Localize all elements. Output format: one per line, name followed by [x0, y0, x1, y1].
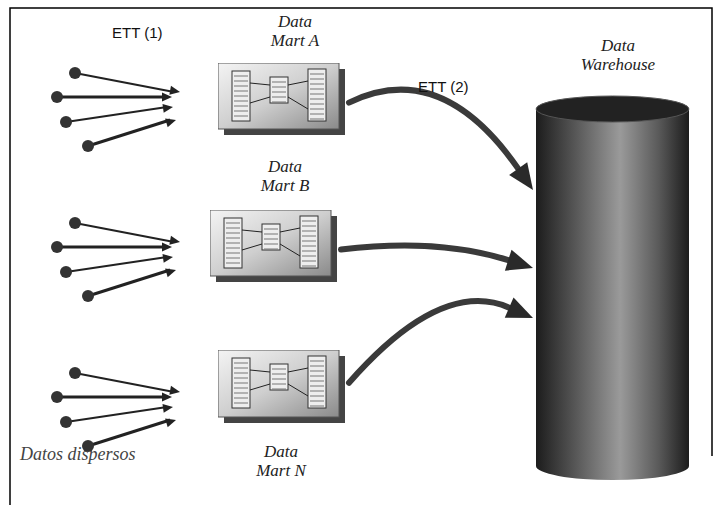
- warehouse-node: Data Warehouse: [535, 95, 690, 480]
- scattered-data-dots: [51, 67, 180, 452]
- process-label: ETT (1): [112, 24, 163, 41]
- data-mart-node: Data Mart N: [218, 350, 345, 423]
- warehouse-cylinder: [535, 95, 690, 480]
- node-heading: Data Warehouse: [563, 37, 673, 74]
- flow-arrow: [349, 298, 533, 383]
- node-heading: Data Mart N: [246, 443, 316, 480]
- flow-arrow: [341, 245, 533, 270]
- data-mart-node: Data Mart A: [218, 63, 345, 135]
- caption-note: Datos dispersos: [20, 444, 136, 465]
- node-heading: Data Mart B: [250, 158, 320, 195]
- data-mart-node: Data Mart B: [210, 210, 337, 282]
- data-mart-image: [218, 63, 345, 135]
- frame-border: [10, 8, 712, 505]
- flow-arrow: [349, 90, 533, 190]
- process-label: ETT (2): [418, 78, 469, 95]
- data-mart-image: [210, 210, 337, 282]
- node-heading: Data Mart A: [260, 13, 330, 50]
- data-mart-image: [218, 350, 345, 423]
